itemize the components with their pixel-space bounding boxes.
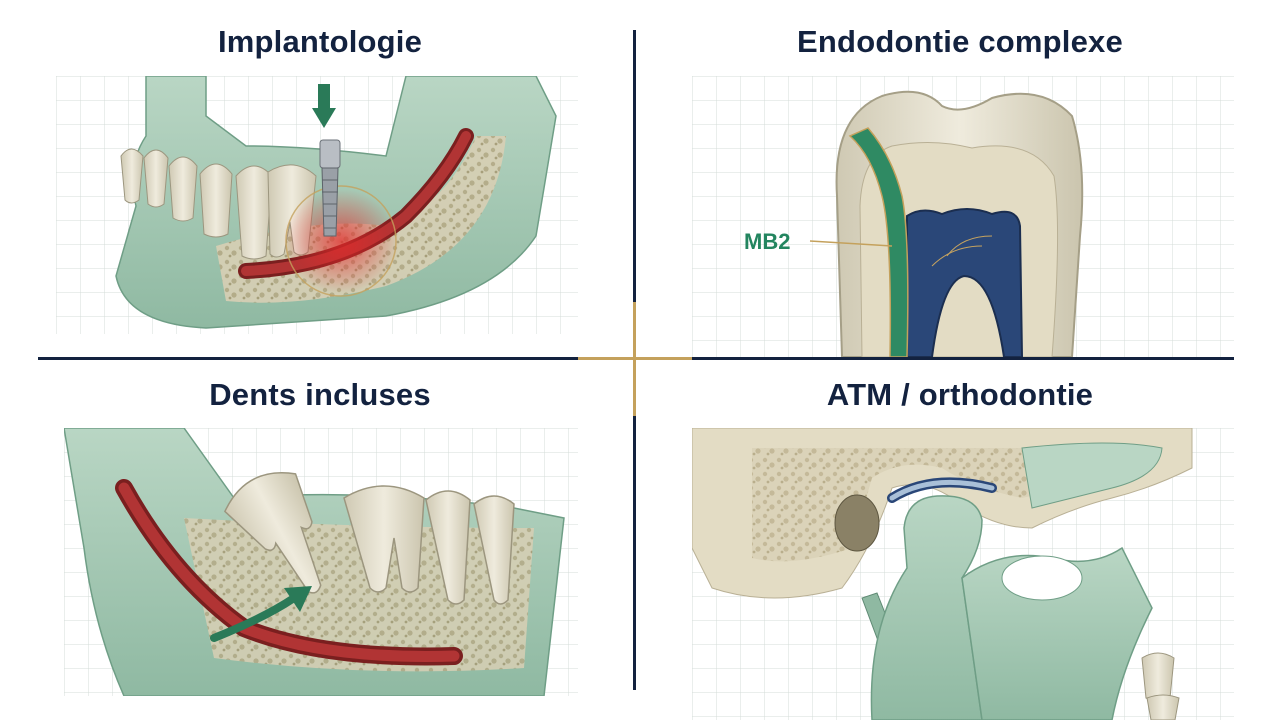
panel-endodontie-illustration (692, 76, 1234, 357)
panel-implantologie-illustration (56, 76, 578, 334)
down-arrow-icon (312, 84, 336, 128)
impacted-tooth (223, 472, 322, 594)
divider-center-gold-vertical (633, 302, 636, 416)
lower-teeth (120, 148, 317, 260)
divider-horizontal-left (38, 357, 578, 360)
title-endodontie: Endodontie complexe (797, 24, 1123, 59)
mb2-canal (848, 127, 909, 357)
mb2-label: MB2 (744, 229, 791, 254)
title-atm: ATM / orthodontie (826, 377, 1094, 412)
erupted-molars (343, 485, 515, 605)
dental-implant (319, 139, 341, 237)
danger-zone (283, 189, 399, 293)
curved-arrow-icon (210, 586, 312, 642)
ear-canal (834, 494, 880, 552)
panel-atm-illustration (692, 428, 1234, 720)
divider-vertical-top (633, 30, 636, 302)
divider-horizontal-right (692, 357, 1234, 360)
pulp-chamber (906, 208, 1024, 357)
mb2-callout-line (809, 240, 893, 247)
divider-vertical-bottom (633, 416, 636, 690)
mandibular-condyle (870, 495, 983, 720)
zygomatic-arch (1021, 442, 1163, 509)
panel-dents-incluses-illustration (64, 428, 578, 696)
title-dents-incluses: Dents incluses (209, 377, 431, 412)
title-implantologie: Implantologie (217, 24, 423, 59)
